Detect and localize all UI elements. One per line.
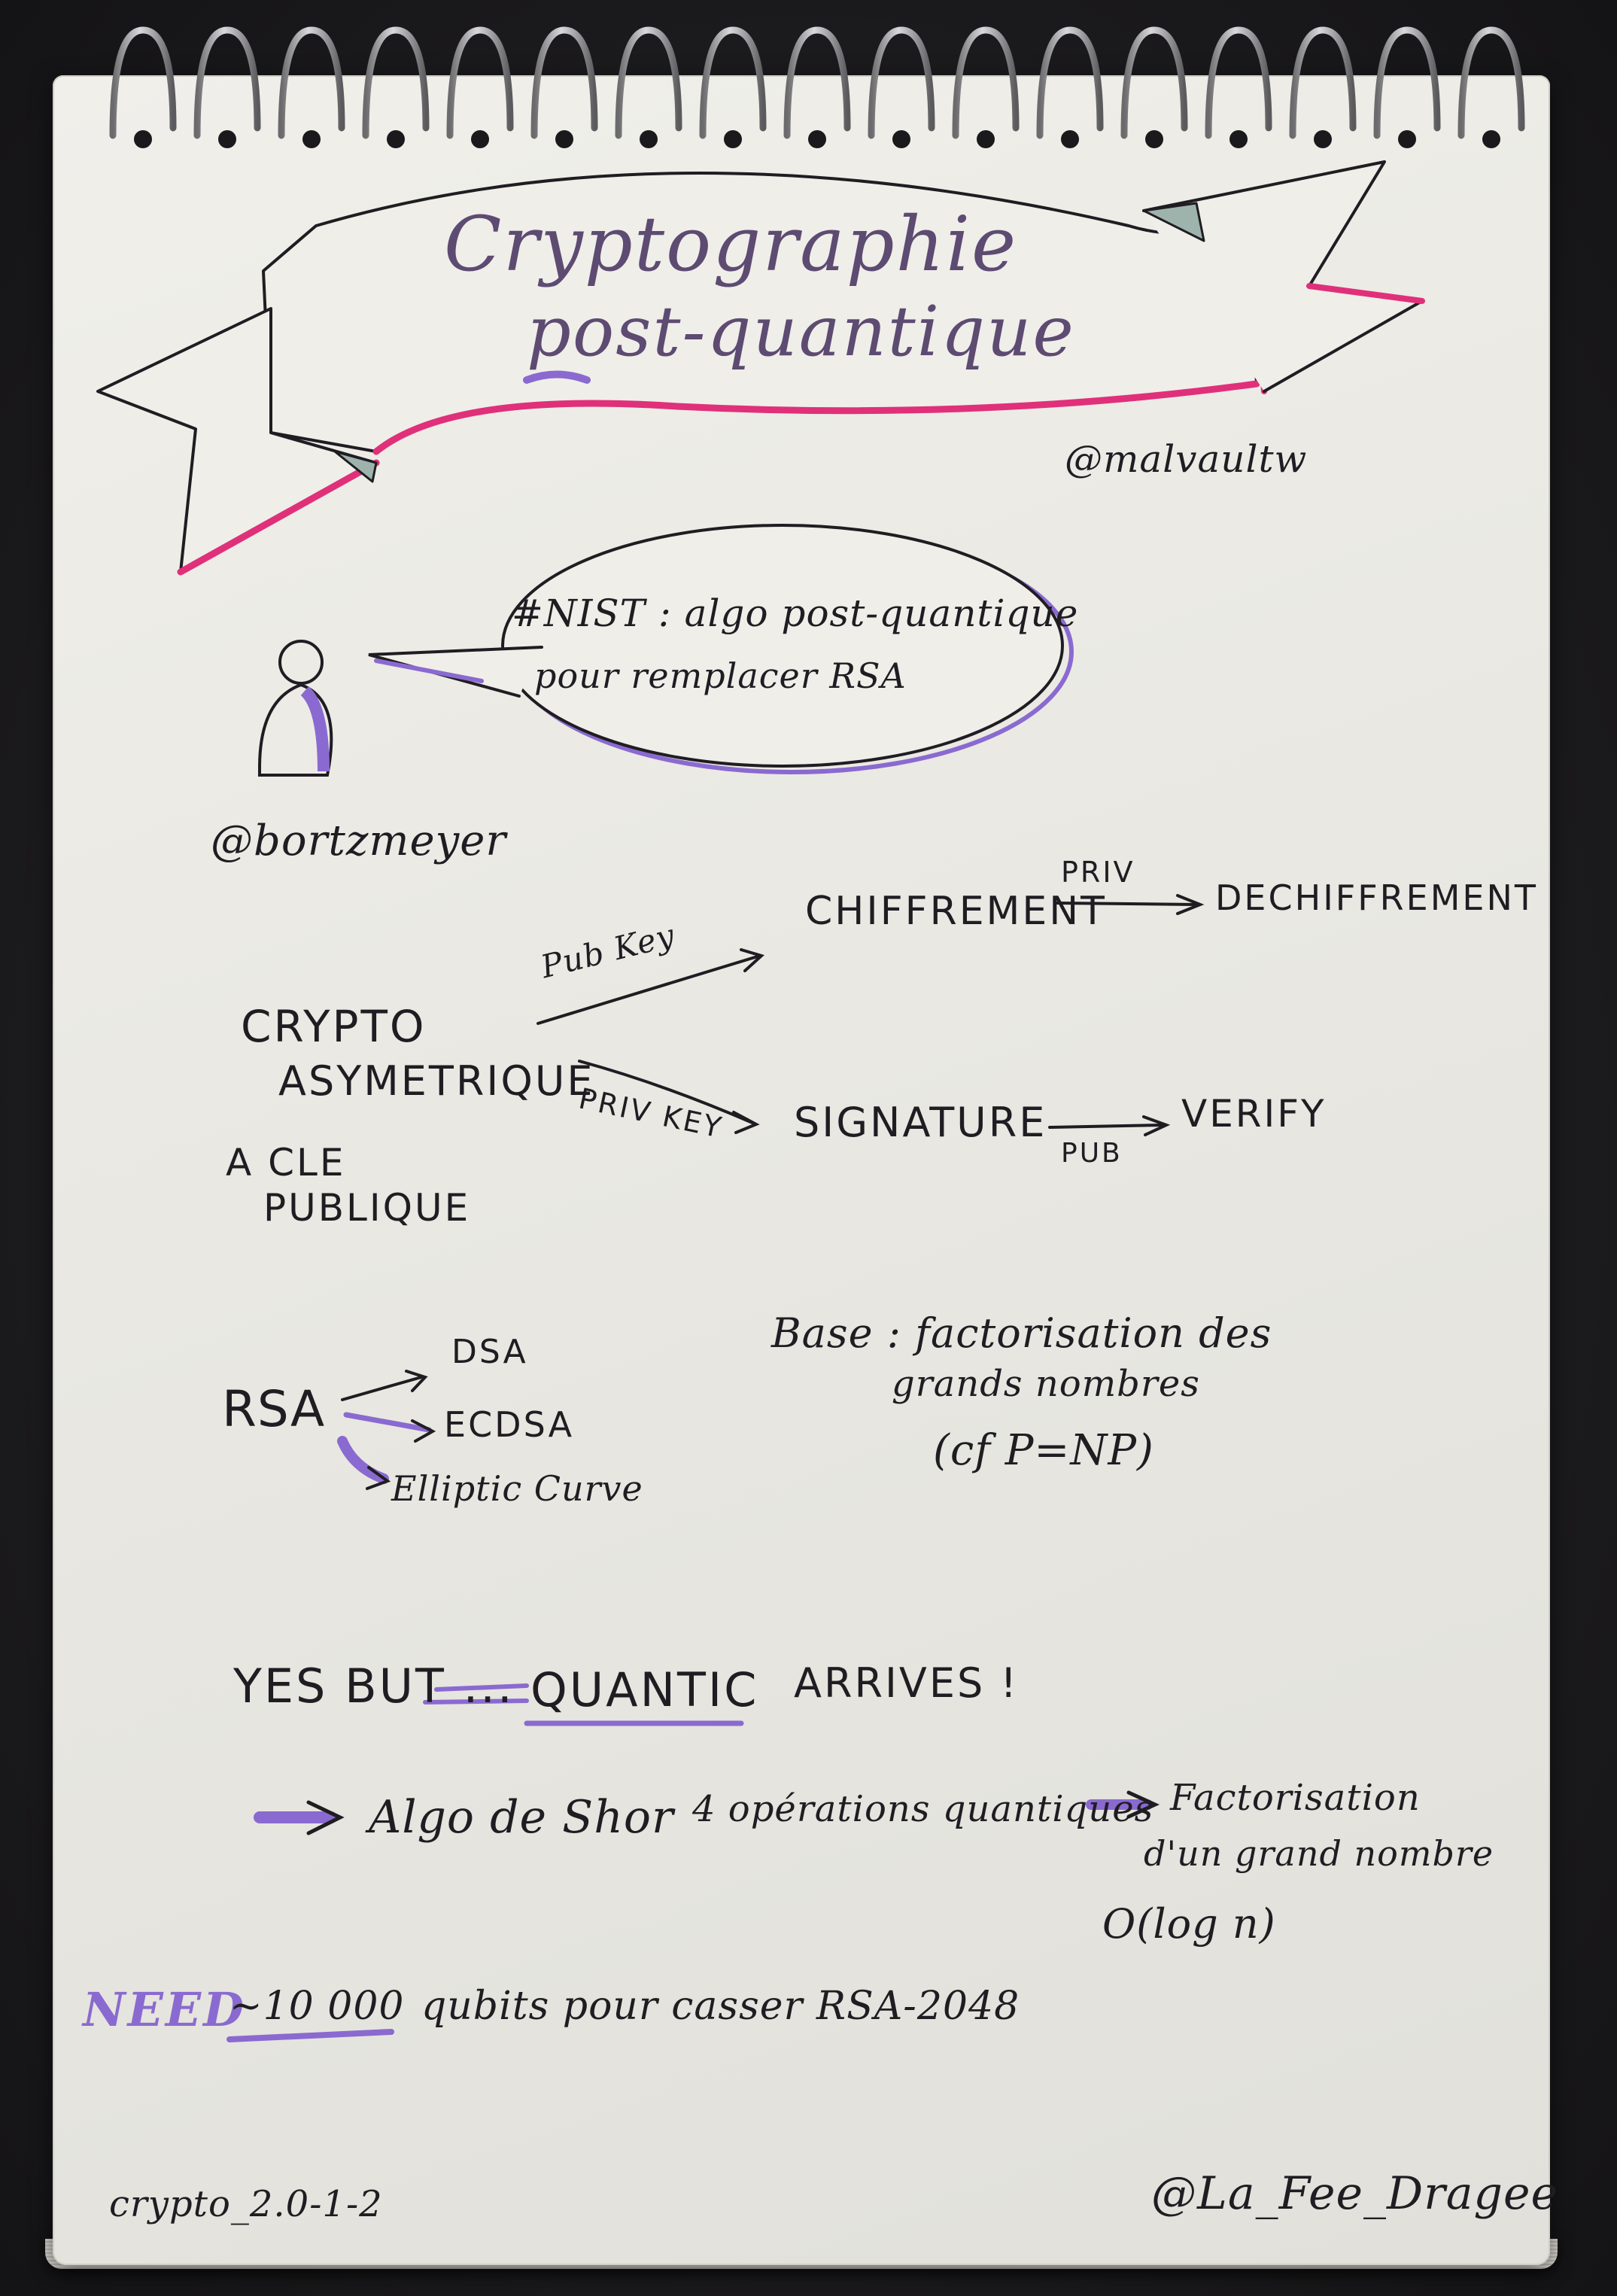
factorisation-line-1: Factorisation [1170,1777,1421,1819]
verify-label: VERIFY [1181,1092,1327,1136]
chiffrement-label: CHIFFREMENT [805,889,1107,934]
title-line-2: post-quantique [527,291,1075,372]
crypto-label-line-3: A CLE [226,1141,346,1184]
factorisation-line-2: d'un grand nombre [1144,1833,1494,1874]
footer-left-label: crypto_2.0-1-2 [109,2183,383,2225]
elliptic-curve-label: Elliptic Curve [391,1468,643,1509]
pub-label: PUB [1061,1138,1123,1169]
crypto-label-line-2: ASYMETRIQUE [278,1057,595,1105]
speech-line-2: pour remplacer RSA [534,655,907,696]
base-line-1: Base : factorisation des [771,1309,1272,1357]
signature-label: SIGNATURE [794,1099,1047,1146]
yes-but-label: YES BUT ... [233,1659,515,1714]
priv-label: PRIV [1061,856,1135,889]
rsa-label: RSA [222,1380,326,1438]
speech-line-1: #NIST : algo post-quantique [512,591,1079,635]
dechiffrement-label: DECHIFFREMENT [1215,877,1538,918]
title-line-1: Cryptographie [444,200,1018,288]
speaker-handle: @bortzmeyer [211,817,507,865]
need-approx-label: ~10 000 [229,1984,405,2029]
arrives-label: ARRIVES ! [794,1659,1020,1707]
footer-right-handle: @La_Fee_Dragee [1151,2167,1558,2220]
need-label: NEED [83,1982,246,2037]
crypto-label-line-4: PUBLIQUE [263,1186,471,1230]
ecdsa-label: ECDSA [444,1404,575,1445]
algo-shor-label: Algo de Shor [369,1791,674,1844]
dsa-label: DSA [451,1333,528,1371]
complexity-label: O(log n) [1102,1900,1276,1948]
crypto-label-line-1: CRYPTO [241,1001,427,1052]
quantum-ops-label: 4 opérations quantiques [692,1788,1154,1830]
base-line-2: grands nombres [892,1363,1200,1405]
author-handle: @malvaultw [1065,437,1308,481]
base-line-3: (cf P=NP) [933,1426,1154,1475]
spiral-binding-icon [109,26,1525,148]
need-rest-label: qubits pour casser RSA-2048 [421,1984,1020,2029]
quantic-label: QUANTIC [530,1662,759,1717]
